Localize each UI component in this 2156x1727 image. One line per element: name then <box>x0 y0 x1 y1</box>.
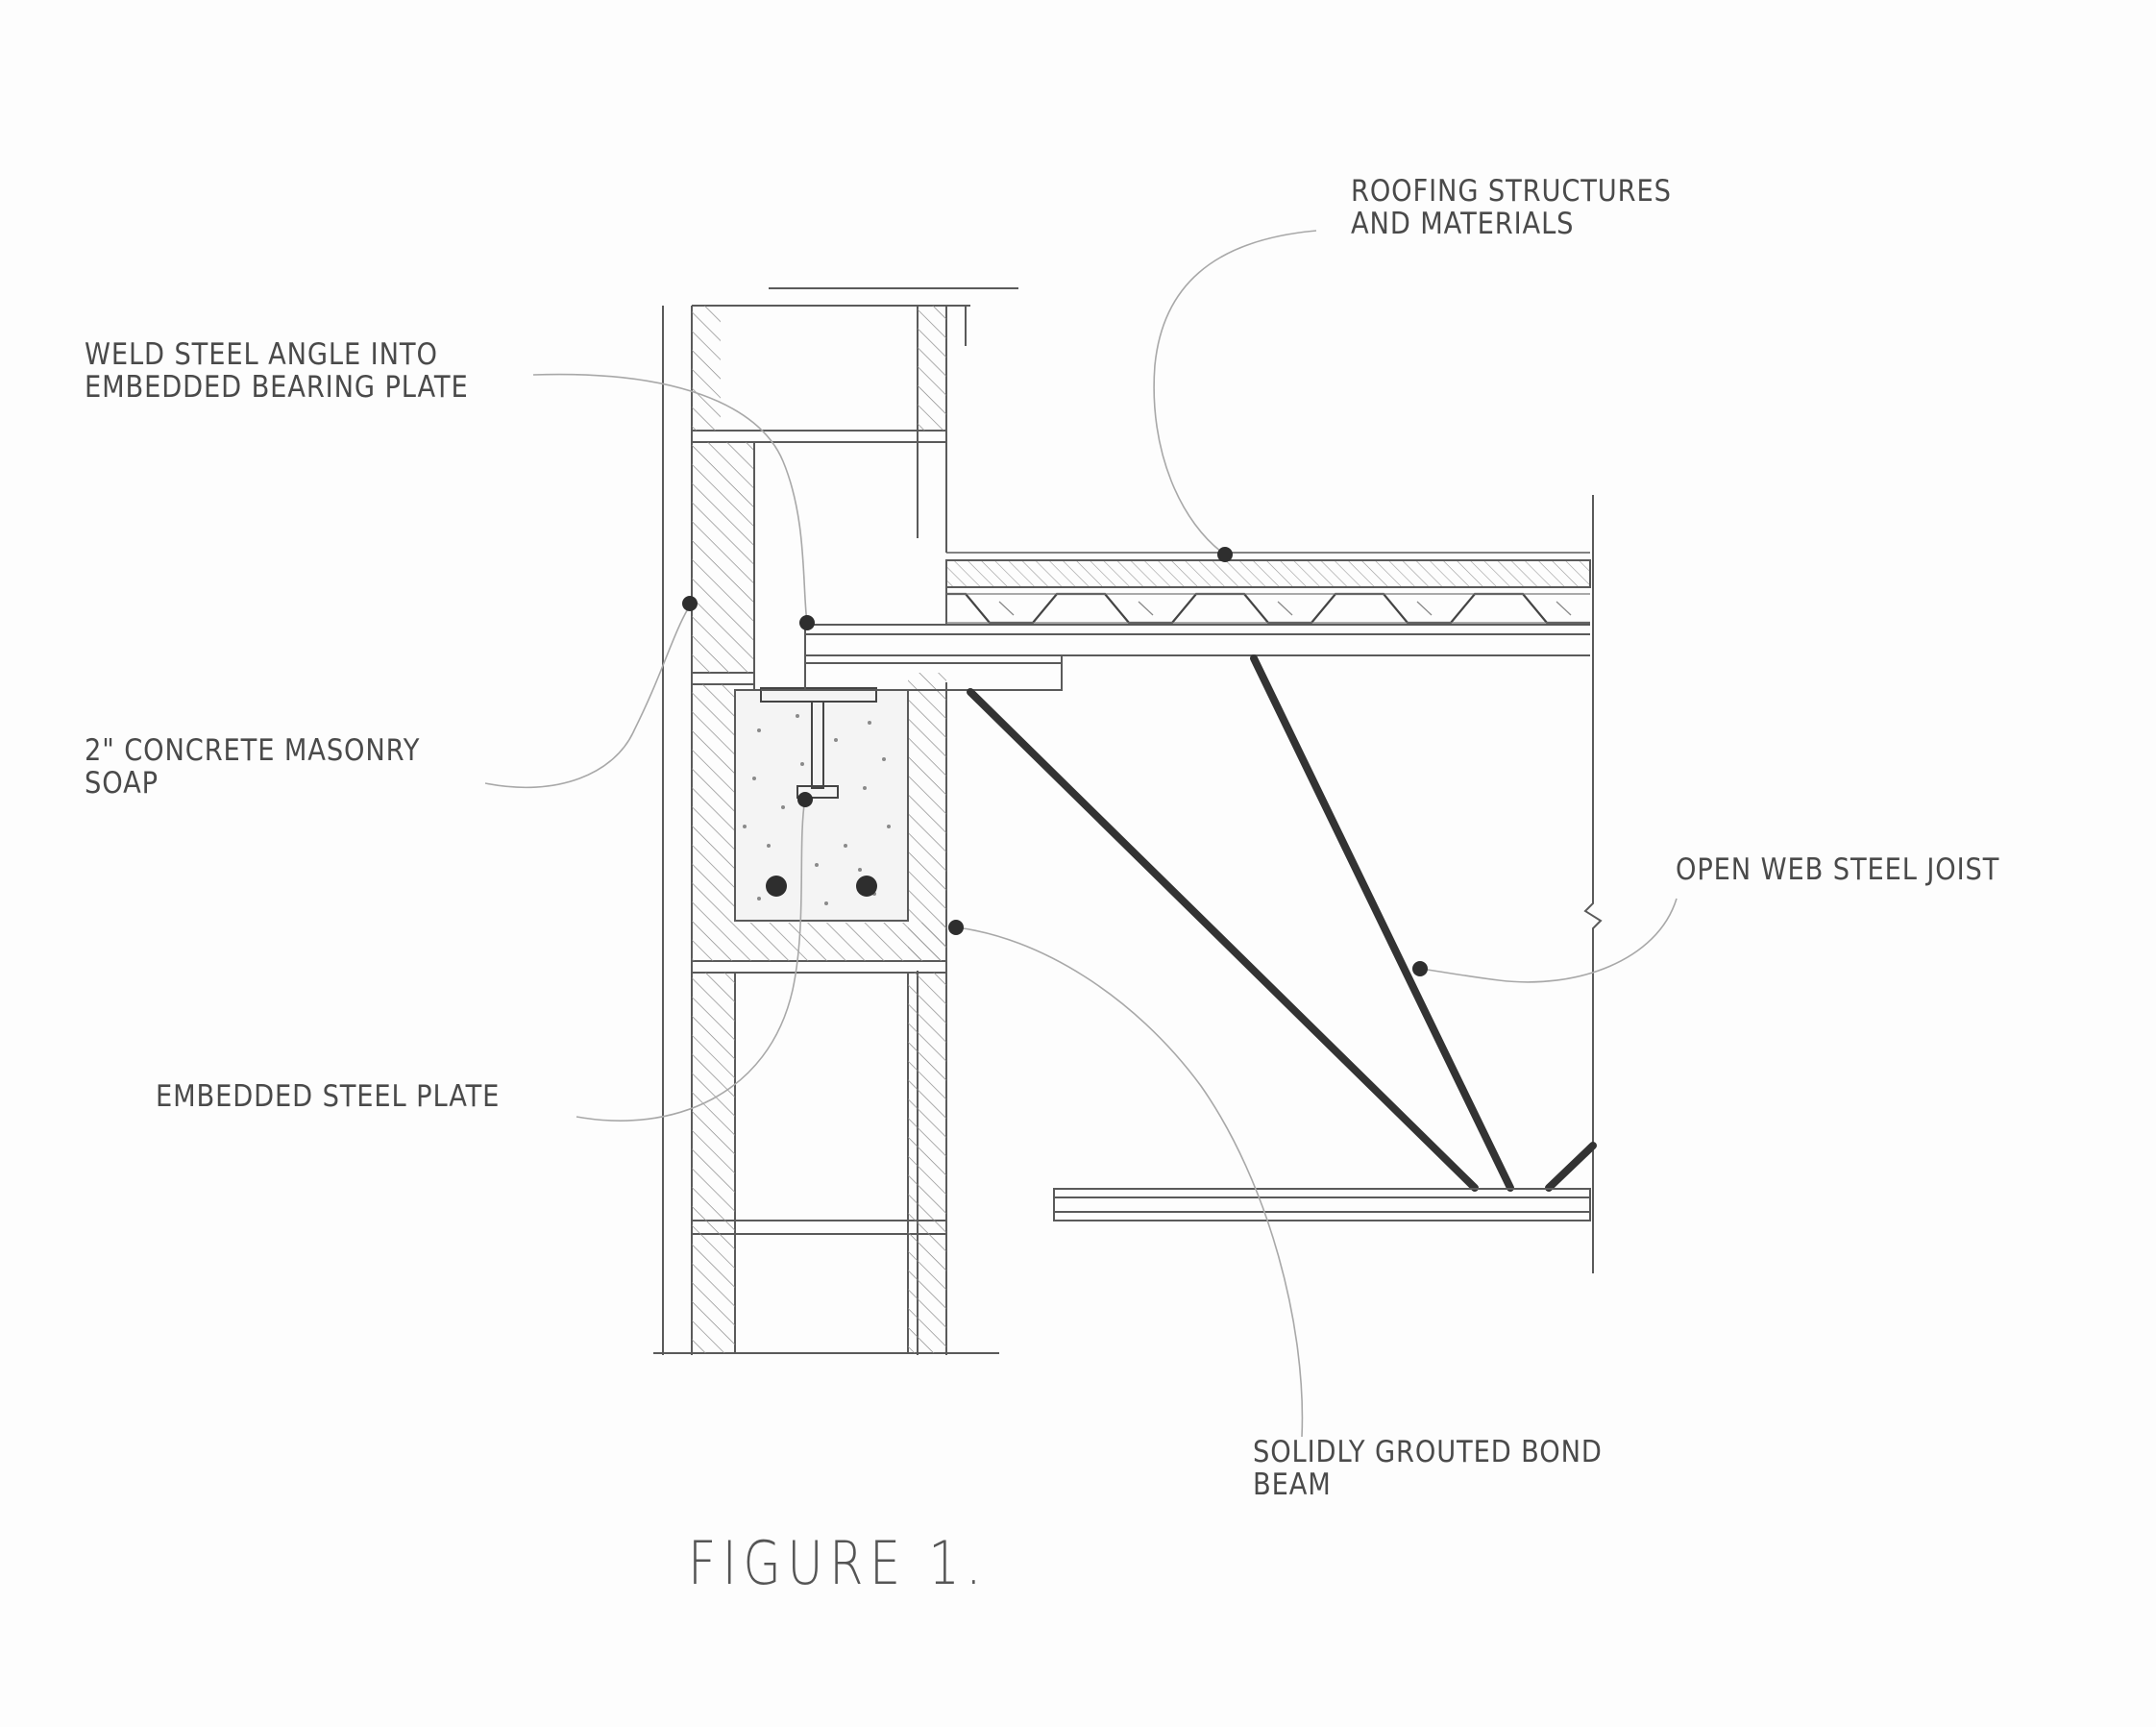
leader-dots <box>682 547 1428 976</box>
callout-weld-angle: WELD STEEL ANGLE INTO EMBEDDED BEARING P… <box>85 338 469 404</box>
joist-bottom-chord <box>1053 1188 1591 1221</box>
callout-masonry: 2" CONCRETE MASONRY SOAP <box>85 734 420 800</box>
right-break-line <box>1583 495 1603 1273</box>
callout-weld-angle-line2: EMBEDDED BEARING PLATE <box>85 370 469 405</box>
callout-joist-line1: OPEN WEB STEEL JOIST <box>1676 852 2000 887</box>
callout-embedded-plate: EMBEDDED STEEL PLATE <box>156 1080 500 1113</box>
leader-weld-angle <box>532 373 808 624</box>
callout-joist: OPEN WEB STEEL JOIST <box>1676 853 1999 886</box>
embedded-steel-plate-anchor <box>760 687 877 799</box>
leader-lines <box>484 230 1678 1438</box>
web-diagonal-1 <box>967 688 1479 1192</box>
callout-masonry-line2: SOAP <box>85 766 159 801</box>
figure-title: FIGURE 1. <box>688 1528 989 1598</box>
web-diagonal-2 <box>1250 654 1514 1192</box>
leader-joist <box>1419 898 1678 983</box>
leader-embedded-plate <box>576 797 806 1122</box>
dot-masonry <box>682 596 698 611</box>
dot-joist <box>1412 961 1428 976</box>
dot-roofing <box>1217 547 1233 562</box>
callout-bond-beam-line1: SOLIDLY GROUTED BOND <box>1253 1435 1603 1469</box>
wall-hatching <box>692 306 946 1353</box>
callout-roofing: ROOFING STRUCTURES AND MATERIALS <box>1351 175 1672 240</box>
callout-roofing-line1: ROOFING STRUCTURES <box>1351 174 1672 209</box>
steel-angle <box>753 442 1063 691</box>
joist-web-members <box>967 654 1597 1192</box>
dot-weld-angle <box>799 615 815 630</box>
dot-embedded-plate <box>797 792 813 807</box>
callout-weld-angle-line1: WELD STEEL ANGLE INTO <box>85 337 438 372</box>
roofing-assembly <box>945 552 1591 625</box>
dot-bond-beam <box>948 920 964 935</box>
bond-beam-core <box>734 687 909 922</box>
rebar-right <box>856 876 877 897</box>
callout-roofing-line2: AND MATERIALS <box>1351 207 1575 241</box>
callout-masonry-line1: 2" CONCRETE MASONRY <box>85 733 421 768</box>
rebar-left <box>766 876 787 897</box>
metal-deck-profile <box>946 592 1590 625</box>
leader-masonry <box>484 604 691 789</box>
callout-bond-beam-line2: BEAM <box>1253 1468 1332 1502</box>
callout-embedded-plate-line1: EMBEDDED STEEL PLATE <box>156 1079 501 1114</box>
joist-top-chord <box>804 624 1590 656</box>
leader-bond-beam <box>955 926 1304 1438</box>
web-diagonal-3 <box>1545 1142 1597 1192</box>
leader-roofing <box>1153 230 1317 555</box>
callout-bond-beam: SOLIDLY GROUTED BOND BEAM <box>1253 1436 1603 1501</box>
